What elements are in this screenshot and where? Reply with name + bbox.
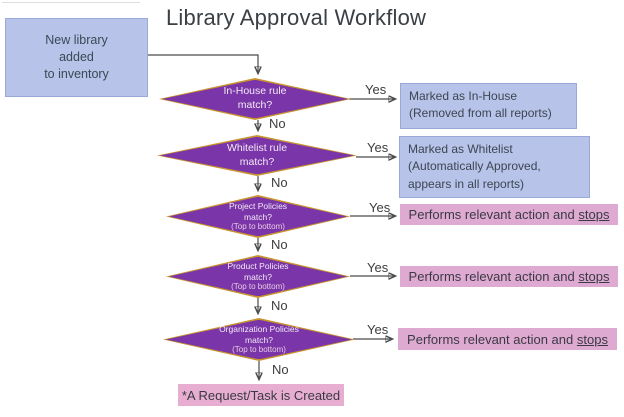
outcome-product-action: Performs relevant action and stops <box>400 266 618 287</box>
end-node-request-created: *A Request/Task is Created <box>178 384 344 406</box>
page-title: Library Approval Workflow <box>166 5 427 30</box>
no-label-inhouse: No <box>269 116 286 131</box>
action-stops-text: stops <box>578 269 610 284</box>
window-edge-artifact <box>2 2 140 3</box>
outcome-project-action: Performs relevant action and stops <box>400 204 618 225</box>
decision-product-policies: Product Policies match?(Top to bottom) <box>166 255 350 298</box>
decision-question: In-House rule match? <box>223 85 287 111</box>
decision-subtext: (Top to bottom) <box>231 222 285 232</box>
decision-question: Product Policies match? <box>227 260 289 282</box>
yes-label-project: Yes <box>369 200 391 215</box>
action-stops-text: stops <box>576 331 608 347</box>
no-label-whitelist: No <box>271 175 288 190</box>
yes-label-whitelist: Yes <box>367 140 389 155</box>
outcome-organization-action: Performs relevant action and stops <box>398 328 617 350</box>
yes-label-product: Yes <box>367 260 389 275</box>
decision-question: Whitelist rule match? <box>226 141 288 168</box>
decision-inhouse-rule: In-House rule match? <box>159 78 351 120</box>
no-label-product: No <box>271 298 288 313</box>
no-label-project: No <box>271 237 288 252</box>
outcome-marked-inhouse: Marked as In-House (Removed from all rep… <box>400 83 577 129</box>
action-stops-text: stops <box>578 207 610 222</box>
decision-project-policies: Project Policies match?(Top to bottom) <box>166 195 350 238</box>
decision-whitelist-rule: Whitelist rule match? <box>157 135 357 176</box>
decision-question: Organization Policies match? <box>219 323 299 345</box>
action-text: Performs relevant action and <box>408 269 575 284</box>
outcome-marked-whitelist: Marked as Whitelist (Automatically Appro… <box>399 136 590 198</box>
decision-organization-policies: Organization Policies match?(Top to bott… <box>163 318 355 361</box>
yes-label-organization: Yes <box>367 322 389 337</box>
edge-start-to-inhouse <box>148 54 258 73</box>
no-label-organization: No <box>272 362 289 377</box>
action-text: Performs relevant action and <box>407 331 574 347</box>
decision-question: Project Policies match? <box>228 200 288 222</box>
decision-subtext: (Top to bottom) <box>231 282 285 292</box>
start-node: New library added to inventory <box>5 18 148 97</box>
yes-label-inhouse: Yes <box>365 82 387 97</box>
action-text: Performs relevant action and <box>408 207 575 222</box>
decision-subtext: (Top to bottom) <box>232 345 286 355</box>
